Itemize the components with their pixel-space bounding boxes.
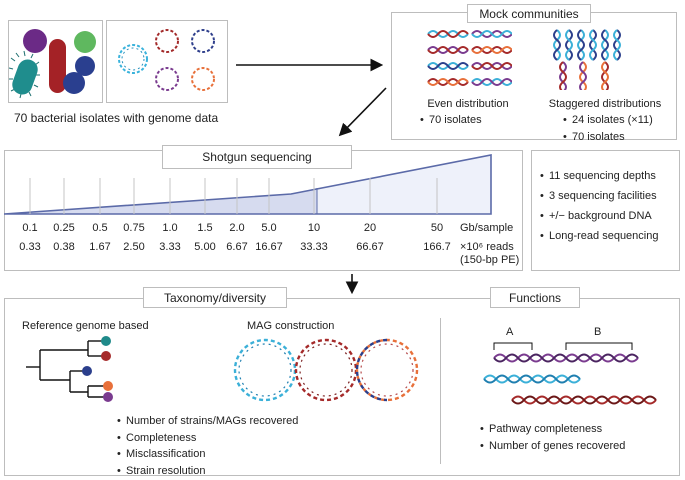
reads-tick-label: 66.67 [356,241,384,253]
taxonomy-metric: Strain resolution [117,463,298,480]
even-item: 70 isolates [420,112,482,129]
reads-note-label: (150-bp PE) [460,254,520,266]
condition-item: 3 sequencing facilities [540,186,658,206]
plasmid-cyan [118,44,148,74]
reads-tick-label: 166.7 [423,241,451,253]
gb-tick-label: 0.25 [53,222,75,234]
gb-tick-label: 10 [307,222,321,234]
reference-genome-title: Reference genome based [22,320,149,332]
taxonomy-metrics-list: Number of strains/MAGs recovered Complet… [117,413,298,479]
gene-strands [483,342,657,405]
reads-tick-label: 1.67 [89,241,111,253]
gb-tick-label: 0.1 [22,222,38,234]
reads-tick-label: 6.67 [226,241,248,253]
sequencing-depth-ramp [4,154,492,215]
gb-tick-label: 5.0 [261,222,277,234]
tree-leaf-orange [103,381,113,391]
isolates-caption: 70 bacterial isolates with genome data [14,111,219,125]
taxonomy-metric: Misclassification [117,446,298,463]
tree-leaf-navy [82,366,92,376]
staggered-distribution-title: Staggered distributions [548,98,662,110]
reads-tick-label: 0.33 [19,241,41,253]
red-rod-cell [49,39,66,93]
bacteria-illustration [8,29,96,99]
even-distribution-list: 70 isolates [420,112,482,129]
bacteria-image-box [8,20,103,103]
sequencing-title: Shotgun sequencing [162,145,352,169]
genome-plasmids-illustration [118,29,215,91]
phylogenetic-tree [26,336,113,402]
gb-tick-label: 0.5 [92,222,108,234]
reads-tick-label: 2.50 [123,241,145,253]
outputs-divider [440,318,441,464]
green-cell [74,31,96,53]
functions-metrics-list: Pathway completeness Number of genes rec… [480,421,625,454]
staggered-item: 70 isolates [563,129,653,146]
ramp-shaded-region [4,188,317,214]
mock-communities-title: Mock communities [467,4,591,23]
staggered-item: 24 isolates (×11) [563,112,653,129]
gb-tick-label: 50 [430,222,444,234]
condition-item: Long-read sequencing [540,226,658,246]
gb-tick-label: 20 [363,222,377,234]
purple-cell [23,29,47,53]
bracket-a-label: A [506,326,514,338]
teal-flagellated-cell [8,50,40,99]
functions-metric: Number of genes recovered [480,438,625,455]
condition-item: +/− background DNA [540,206,658,226]
reads-tick-label: 5.00 [194,241,216,253]
bracket-b-label: B [594,326,602,338]
reads-tick-label: 33.33 [300,241,328,253]
genome-image-box [106,20,228,103]
mag-circular-genomes [233,338,419,402]
staggered-distribution-list: 24 isolates (×11) 70 isolates [563,112,653,145]
plasmid-purple [155,67,179,91]
navy-cell-2 [63,72,85,94]
tree-leaf-purple [103,392,113,402]
reads-unit-label: ×10⁶ reads [460,241,514,253]
reads-tick-label: 16.67 [255,241,283,253]
mag-genome-cyan [233,338,297,402]
pathway-brackets [493,342,633,350]
plasmid-navy [191,29,215,53]
conditions-list: 11 sequencing depths 3 sequencing facili… [540,166,658,246]
gb-tick-label: 1.5 [197,222,213,234]
reads-tick-label: 3.33 [159,241,181,253]
taxonomy-metric: Number of strains/MAGs recovered [117,413,298,430]
tree-leaf-teal [101,336,111,346]
functions-metric: Pathway completeness [480,421,625,438]
gb-unit-label: Gb/sample [460,222,514,234]
mag-genome-red [294,338,358,402]
staggered-dna-grid [553,29,621,90]
ramp-outline [4,154,492,215]
plasmid-orange [191,67,215,91]
mag-construction-title: MAG construction [247,320,335,332]
gb-tick-label: 1.0 [162,222,178,234]
gb-tick-label: 2.0 [229,222,245,234]
taxonomy-metric: Completeness [117,430,298,447]
functions-title: Functions [490,287,580,308]
gb-tick-label: 0.75 [123,222,145,234]
arrow-to-sequencing [338,87,387,137]
reads-tick-label: 0.38 [53,241,75,253]
navy-cell [75,56,95,76]
plasmid-red [155,29,179,53]
ramp-light-region [317,155,491,214]
tree-leaf-red [101,351,111,361]
even-distribution-title: Even distribution [427,98,509,110]
even-dna-grid [427,30,512,86]
condition-item: 11 sequencing depths [540,166,658,186]
taxonomy-title: Taxonomy/diversity [143,287,287,308]
